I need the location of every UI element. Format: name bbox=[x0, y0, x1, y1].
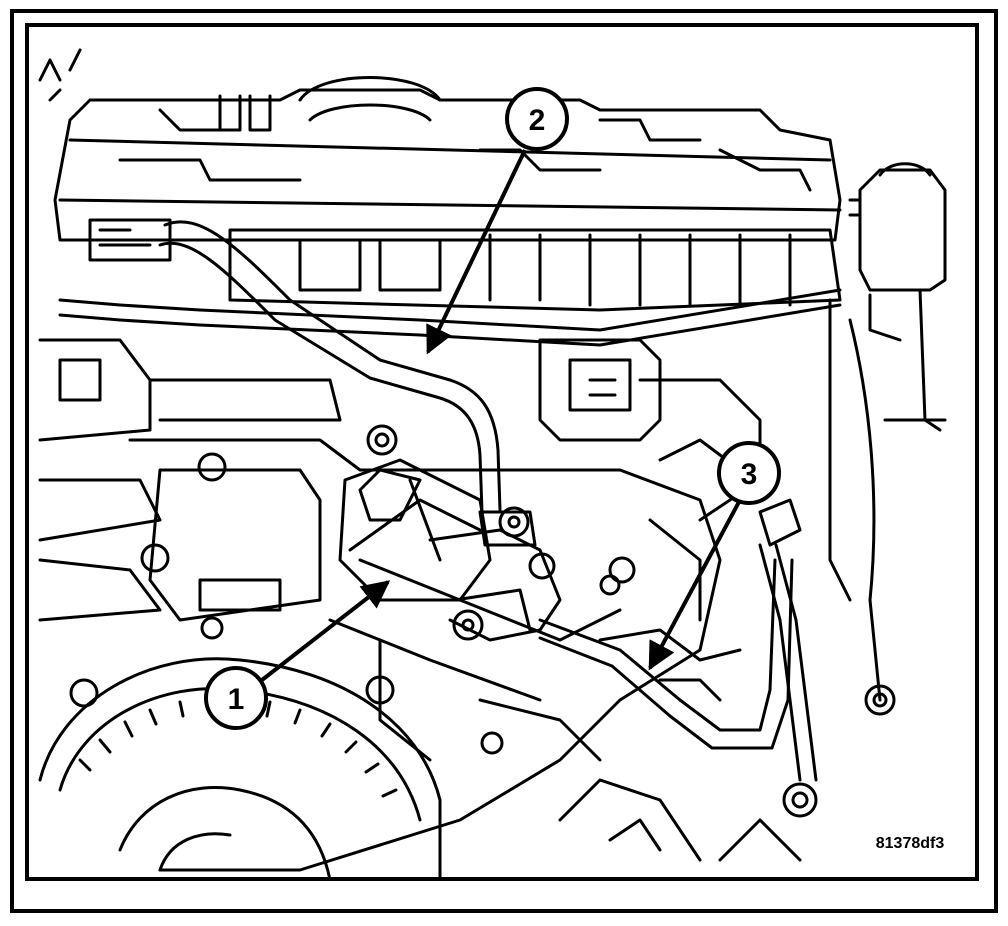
right-sensor bbox=[828, 162, 947, 716]
egr-valve-body bbox=[338, 458, 562, 642]
figure-code: 81378df3 bbox=[876, 835, 945, 852]
callout-1: 1 bbox=[204, 666, 268, 730]
callout-3-label: 3 bbox=[741, 458, 758, 491]
engine-block bbox=[69, 424, 722, 872]
plenum-ribs bbox=[228, 228, 842, 312]
callout-2-label: 2 bbox=[529, 104, 546, 137]
callout-1-label: 1 bbox=[228, 683, 245, 716]
callout-2: 2 bbox=[505, 87, 569, 151]
inner-border bbox=[25, 23, 979, 881]
leader-line-3 bbox=[648, 499, 742, 671]
leader-line-1 bbox=[260, 580, 391, 682]
callout-3: 3 bbox=[717, 441, 781, 505]
left-accessories bbox=[38, 48, 342, 622]
tube-3 bbox=[538, 498, 818, 818]
leader-line-2 bbox=[426, 149, 527, 355]
intake-manifold bbox=[53, 76, 842, 242]
tube-2 bbox=[158, 220, 537, 547]
outer-border bbox=[10, 9, 998, 913]
leader-lines bbox=[260, 149, 742, 682]
